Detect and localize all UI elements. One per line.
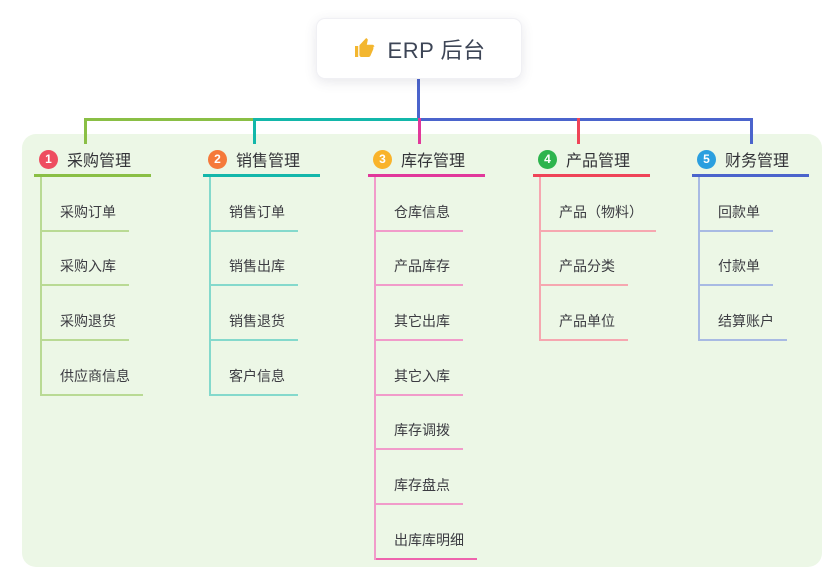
branch-5: 5 财务管理回款单付款单结算账户 — [692, 144, 809, 342]
child-node-label: 仓库信息 — [376, 202, 463, 232]
child-node[interactable]: 销售出库 — [211, 232, 298, 287]
thumbs-up-icon — [354, 37, 374, 57]
child-node[interactable]: 库存盘点 — [376, 450, 477, 506]
child-node[interactable]: 产品库存 — [376, 232, 477, 287]
child-node-label: 销售订单 — [211, 202, 298, 232]
child-node-label: 付款单 — [700, 256, 773, 287]
branch-header-5[interactable]: 5 财务管理 — [692, 144, 809, 177]
child-node[interactable]: 其它入库 — [376, 341, 477, 396]
child-node[interactable]: 仓库信息 — [376, 177, 477, 232]
child-node-label: 回款单 — [700, 202, 773, 232]
child-node[interactable]: 客户信息 — [211, 341, 298, 396]
root-node[interactable]: ERP 后台 — [316, 18, 522, 79]
child-node[interactable]: 产品（物料） — [541, 177, 656, 232]
branch-children: 回款单付款单结算账户 — [698, 177, 787, 342]
child-node[interactable]: 结算账户 — [700, 286, 787, 342]
branch-children: 销售订单销售出库销售退货客户信息 — [209, 177, 298, 396]
branch-header-2[interactable]: 2 销售管理 — [203, 144, 320, 177]
background-panel — [22, 134, 822, 567]
child-node[interactable]: 采购入库 — [42, 232, 143, 287]
branch-header-4[interactable]: 4 产品管理 — [533, 144, 650, 177]
child-node[interactable]: 销售订单 — [211, 177, 298, 232]
child-node-label: 产品分类 — [541, 256, 628, 287]
child-node-label: 供应商信息 — [42, 366, 143, 396]
child-node[interactable]: 其它出库 — [376, 286, 477, 342]
child-node-label: 销售退货 — [211, 311, 298, 342]
branch-title-label: 财务管理 — [725, 153, 790, 170]
child-node[interactable]: 产品分类 — [541, 232, 656, 287]
child-node[interactable]: 供应商信息 — [42, 341, 143, 396]
branch-number-badge: 5 — [697, 149, 716, 169]
child-node[interactable]: 采购订单 — [42, 177, 143, 232]
child-node[interactable]: 库存调拨 — [376, 396, 477, 451]
branch-2: 2 销售管理销售订单销售出库销售退货客户信息 — [203, 144, 320, 396]
child-node-label: 产品（物料） — [541, 202, 656, 232]
root-connector-line — [417, 79, 420, 121]
child-node[interactable]: 付款单 — [700, 232, 787, 287]
branch-title-label: 采购管理 — [67, 153, 132, 170]
branch-number-badge: 2 — [208, 149, 227, 169]
branch-1: 1 采购管理采购订单采购入库采购退货供应商信息 — [34, 144, 151, 396]
child-node-label: 采购订单 — [42, 202, 129, 232]
branch-number-badge: 1 — [39, 149, 58, 169]
child-node-label: 出库库明细 — [376, 530, 477, 560]
child-node-label: 客户信息 — [211, 366, 298, 396]
branch-number-badge: 4 — [538, 149, 557, 169]
trunk-segment-3 — [419, 118, 753, 121]
child-node-label: 产品库存 — [376, 256, 463, 287]
branch-number-badge: 3 — [373, 149, 392, 169]
branch-children: 采购订单采购入库采购退货供应商信息 — [40, 177, 143, 396]
branch-header-1[interactable]: 1 采购管理 — [34, 144, 151, 177]
child-node-label: 其它入库 — [376, 366, 463, 396]
branch-header-3[interactable]: 3 库存管理 — [368, 144, 485, 177]
branch-title-label: 产品管理 — [566, 153, 631, 170]
child-node-label: 采购入库 — [42, 256, 129, 287]
child-node-label: 采购退货 — [42, 311, 129, 342]
child-node[interactable]: 销售退货 — [211, 286, 298, 342]
child-node-label: 库存调拨 — [376, 420, 463, 451]
child-node[interactable]: 出库库明细 — [376, 505, 477, 560]
branch-title-label: 库存管理 — [401, 153, 466, 170]
child-node[interactable]: 采购退货 — [42, 286, 143, 342]
branch-title-label: 销售管理 — [236, 153, 301, 170]
trunk-segment-1 — [84, 118, 255, 121]
child-node-label: 其它出库 — [376, 311, 463, 342]
child-node-label: 结算账户 — [700, 311, 787, 342]
child-node-label: 销售出库 — [211, 256, 298, 287]
branch-3: 3 库存管理仓库信息产品库存其它出库其它入库库存调拨库存盘点出库库明细 — [368, 144, 485, 560]
branch-children: 仓库信息产品库存其它出库其它入库库存调拨库存盘点出库库明细 — [374, 177, 477, 560]
branch-4: 4 产品管理产品（物料） 产品分类产品单位 — [533, 144, 656, 342]
child-node[interactable]: 回款单 — [700, 177, 787, 232]
trunk-segment-2 — [255, 118, 419, 121]
child-node-label: 产品单位 — [541, 311, 628, 342]
child-node-label: 库存盘点 — [376, 475, 463, 506]
root-title: ERP 后台 — [387, 37, 486, 63]
child-node[interactable]: 产品单位 — [541, 286, 656, 342]
branch-children: 产品（物料） 产品分类产品单位 — [539, 177, 656, 342]
